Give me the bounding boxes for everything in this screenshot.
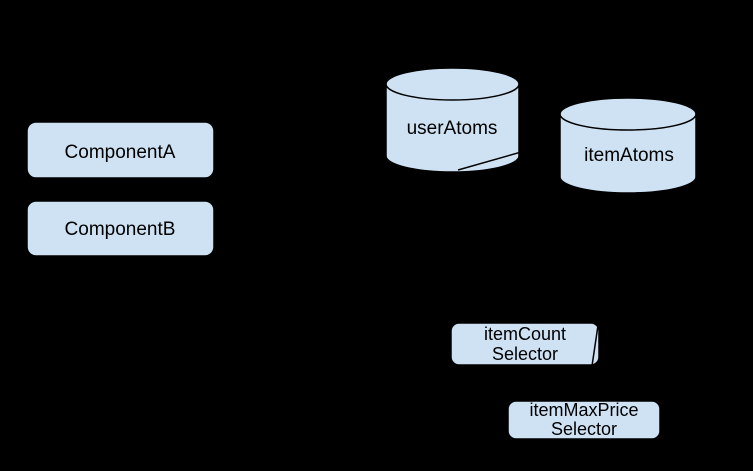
- user-atoms-label: userAtoms: [407, 118, 498, 139]
- item-atoms-cylinder-top: [559, 97, 697, 131]
- component-a-box: [26, 121, 215, 179]
- user-atoms-cylinder-top: [385, 67, 520, 101]
- item-count-selector-box: [450, 322, 600, 366]
- item-count-selector-label-line1: itemCount: [484, 324, 566, 344]
- component-a-label: ComponentA: [65, 142, 176, 163]
- node-user-atoms: userAtoms: [385, 67, 531, 173]
- arrowhead-tick-item-count-selector: [444, 361, 453, 370]
- node-item-count-selector: itemCount Selector: [444, 321, 600, 370]
- node-item-atoms: itemAtoms: [559, 97, 697, 194]
- node-item-max-price-selector: itemMaxPrice Selector: [507, 400, 661, 440]
- connector-segment-over-user-atoms: [457, 148, 531, 171]
- item-atoms-cylinder-body: [559, 114, 697, 194]
- item-atoms-label: itemAtoms: [584, 145, 674, 166]
- component-b-label: ComponentB: [65, 219, 176, 240]
- item-max-price-selector-box: [507, 400, 661, 440]
- item-max-price-selector-label-line1: itemMaxPrice: [529, 400, 638, 420]
- item-count-selector-label-line2: Selector: [492, 344, 558, 364]
- node-component-a: ComponentA: [26, 121, 215, 179]
- connector-segment-over-item-count-selector: [591, 321, 600, 367]
- node-component-b: ComponentB: [26, 200, 215, 257]
- component-b-box: [26, 200, 215, 257]
- item-max-price-selector-label-line2: Selector: [551, 419, 617, 439]
- user-atoms-cylinder-body: [385, 84, 520, 173]
